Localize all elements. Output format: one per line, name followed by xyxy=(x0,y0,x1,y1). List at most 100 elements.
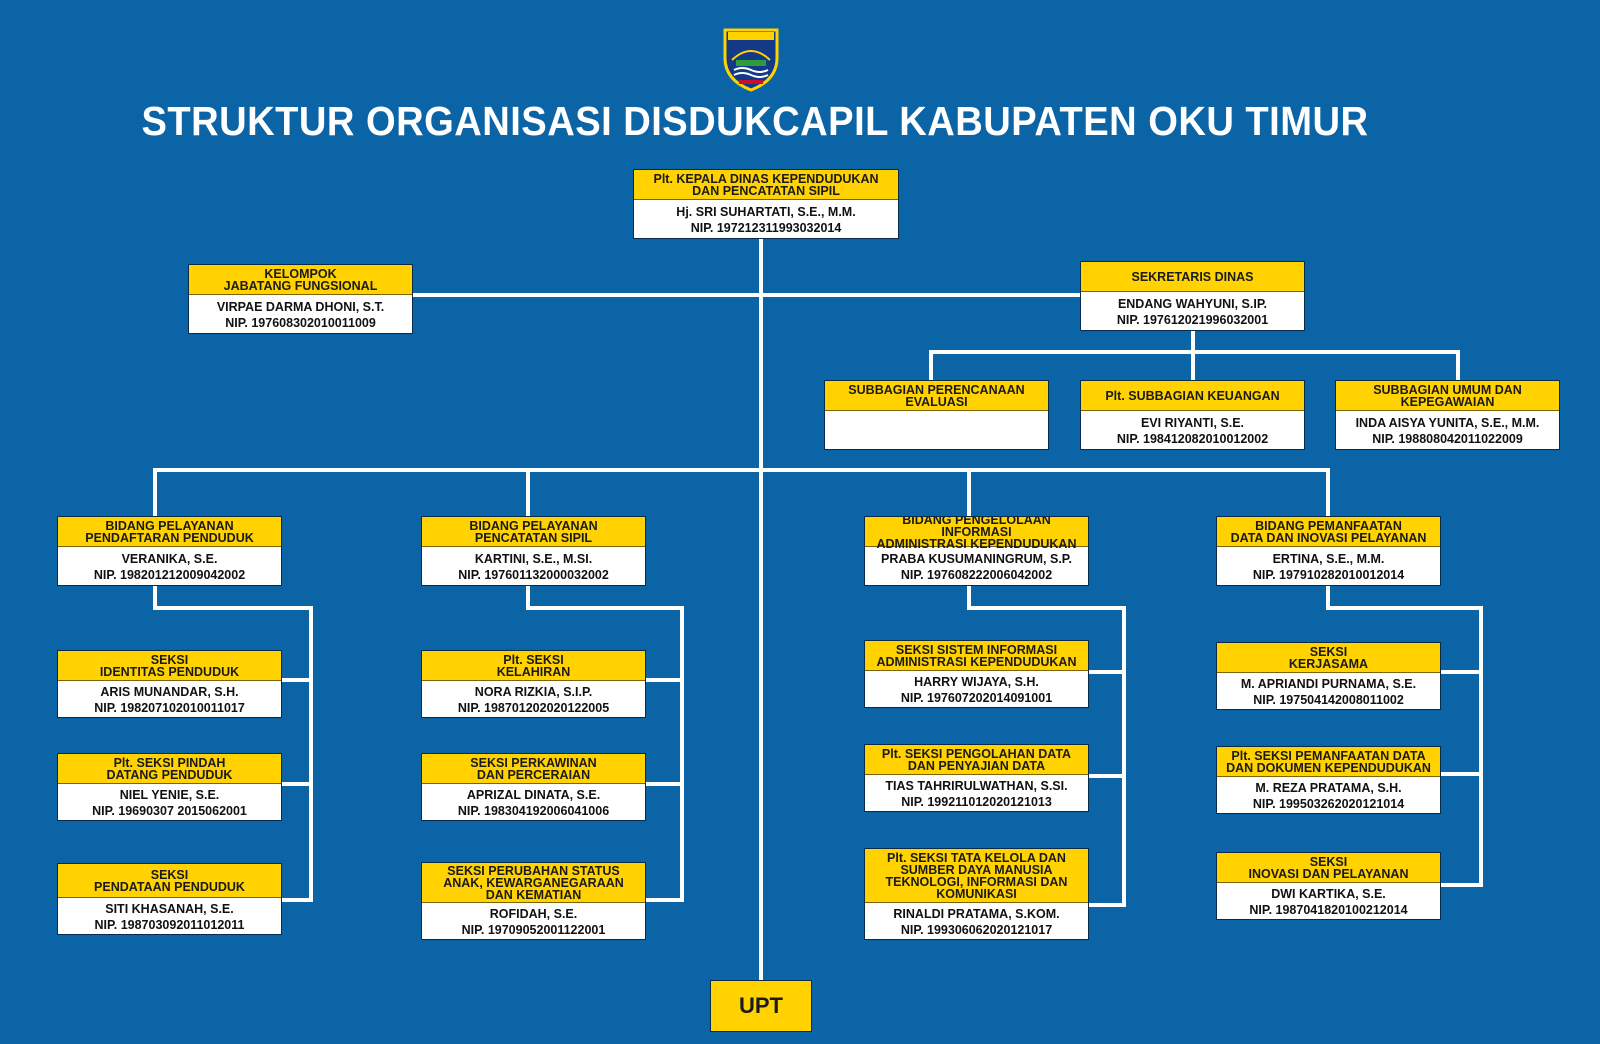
upt-box[interactable]: UPT xyxy=(710,980,812,1032)
title-line: SEKSI PERUBAHAN STATUS xyxy=(447,863,620,878)
title-line: PENCATATAN SIPIL xyxy=(474,530,593,545)
page-title: STRUKTUR ORGANISASI DISDUKCAPIL KABUPATE… xyxy=(141,98,1369,144)
title-line: KEPEGAWAIAN xyxy=(1400,394,1495,409)
title-line: DATANG PENDUDUK xyxy=(106,767,233,782)
subbagian-box-2[interactable]: Plt. SUBBAGIAN KEUANGAN EVI RIYANTI, S.E.… xyxy=(1080,380,1305,450)
title-line: DAN PENYAJIAN DATA xyxy=(907,758,1046,773)
title-line: BIDANG PENGELOLAAN INFORMASI xyxy=(902,516,1051,539)
title-line: PENDATAAN PENDUDUK xyxy=(94,879,245,894)
title-line: Plt. SEKSI xyxy=(503,652,564,667)
title-line: DAN DOKUMEN KEPENDUDUKAN xyxy=(1226,760,1431,775)
title-line: DAN PENCATATAN SIPIL xyxy=(692,183,840,198)
official-nip: NIP. 197504142008011002 xyxy=(1253,692,1404,707)
title-line: KOMUNIKASI xyxy=(936,886,1017,901)
title-line: SEKSI PERKAWINAN xyxy=(470,755,597,770)
title-line: TEKNOLOGI, INFORMASI DAN xyxy=(885,874,1068,889)
official-nip: NIP. 198701202020122005 xyxy=(457,700,610,715)
title-line: JABATANG FUNGSIONAL xyxy=(223,278,378,293)
official-name: NIEL YENIE, S.E. xyxy=(119,787,220,802)
official-name: SITI KHASANAH, S.E. xyxy=(105,901,234,916)
title-line: Plt. SEKSI TATA KELOLA DAN xyxy=(887,850,1066,865)
official-name: TIAS TAHRIRULWATHAN, S.SI. xyxy=(885,778,1068,793)
title-line: SEKSI SISTEM INFORMASI xyxy=(895,642,1058,657)
title-line: SEKRETARIS DINAS xyxy=(1131,269,1254,284)
official-nip: NIP. 198808042011022009 xyxy=(1372,431,1523,446)
official-name: HARRY WIJAYA, S.H. xyxy=(914,674,1039,689)
official-nip: NIP. 198207102010011017 xyxy=(94,700,245,715)
official-nip: NIP. 198703092011012011 xyxy=(94,917,245,932)
title-line: Plt. SEKSI PINDAH xyxy=(113,755,226,770)
official-nip: NIP. 199306062020121017 xyxy=(900,922,1053,937)
official-name: INDA AISYA YUNITA, S.E., M.M. xyxy=(1355,415,1540,430)
official-name: VERANIKA, S.E. xyxy=(121,551,218,566)
title-line: BIDANG PELAYANAN xyxy=(105,518,234,533)
official-nip: NIP. 19690307 2015062001 xyxy=(92,803,247,818)
official-nip: NIP. 197212311993032014 xyxy=(690,220,842,235)
title-line: Plt. SUBBAGIAN KEUANGAN xyxy=(1105,388,1280,403)
title-line: SUMBER DAYA MANUSIA xyxy=(900,862,1053,877)
title-line: PENDAFTARAN PENDUDUK xyxy=(85,530,254,545)
title-line: INOVASI DAN PELAYANAN xyxy=(1248,866,1409,881)
title-line: Plt. KEPALA DINAS KEPENDUDUKAN xyxy=(653,171,879,186)
official-nip: NIP. 198704182010021201­4 xyxy=(1249,902,1408,917)
official-name: EVI RIYANTI, S.E. xyxy=(1140,415,1245,430)
title-line: SEKSI xyxy=(150,652,189,667)
title-line: IDENTITAS PENDUDUK xyxy=(99,664,240,679)
official-name: ERTINA, S.E., M.M. xyxy=(1272,551,1385,566)
title-line: ANAK, KEWARGANEGARAAN xyxy=(443,875,624,890)
official-name: DWI KARTIKA, S.E. xyxy=(1271,886,1386,901)
official-name: M. REZA PRATAMA, S.H. xyxy=(1255,780,1402,795)
title-line: KELAHIRAN xyxy=(496,664,571,679)
official-nip: NIP. 197608302010011009 xyxy=(225,315,376,330)
official-nip: NIP. 197612021996032001 xyxy=(1116,312,1269,327)
title-line: SUBBAGIAN UMUM DAN xyxy=(1373,382,1522,397)
title-line: KELOMPOK xyxy=(264,266,337,281)
official-name: ROFIDAH, S.E. xyxy=(489,906,578,921)
official-name: ENDANG WAHYUNI, S.IP. xyxy=(1117,296,1268,311)
official-nip: NIP. 199503262020121014 xyxy=(1252,796,1405,811)
official-name: APRIZAL DINATA, S.E. xyxy=(466,787,601,802)
title-line: BIDANG PELAYANAN xyxy=(469,518,598,533)
title-line: Plt. SEKSI PENGOLAHAN DATA xyxy=(881,746,1072,761)
official-nip: NIP. 199211012020121013 xyxy=(901,794,1052,809)
regency-crest-icon xyxy=(722,24,780,92)
official-name: ARIS MUNANDAR, S.H. xyxy=(100,684,239,699)
title-line: DAN PERCERAIAN xyxy=(476,767,591,782)
title-line: SUBBAGIAN PERENCANAAN xyxy=(848,382,1025,397)
title-line: SEKSI xyxy=(1309,854,1348,869)
sekretaris-box[interactable]: SEKRETARIS DINAS ENDANG WAHYUNI, S.IP.NIP… xyxy=(1080,261,1305,331)
official-name: VIRPAE DARMA DHONI, S.T. xyxy=(216,299,385,314)
